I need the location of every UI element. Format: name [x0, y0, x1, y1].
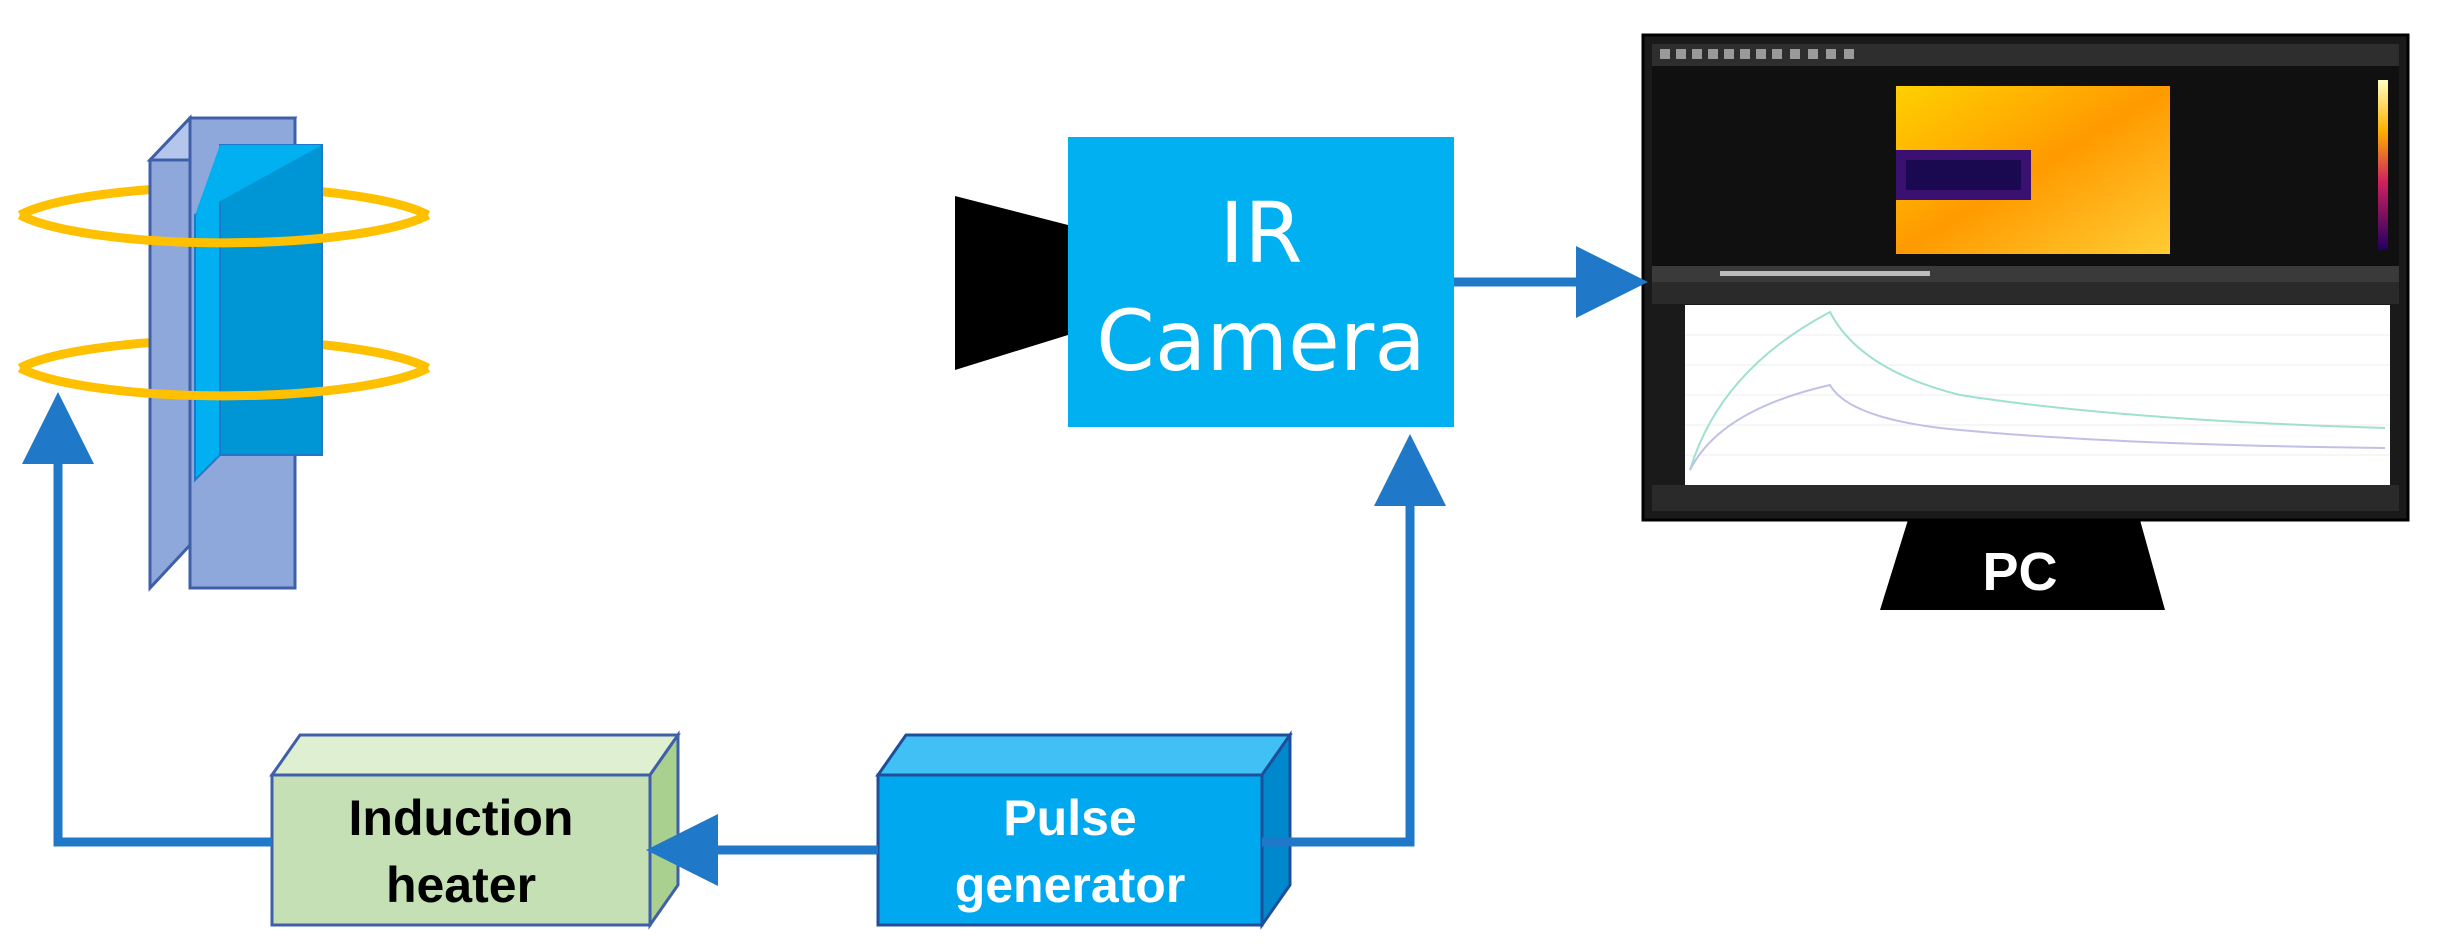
- plot-curve-lower: [1689, 383, 2386, 471]
- screen-toolbar: [1652, 44, 2399, 66]
- thermal-cold-core: [1906, 160, 2021, 190]
- plot-grid: [1685, 334, 2390, 456]
- arrow-pulse-to-camera: [1262, 434, 1446, 847]
- pc-label: PC: [1982, 542, 2057, 602]
- coil-top-front: [17, 211, 431, 248]
- ir-camera: IR Camera: [955, 137, 1454, 427]
- camera-label-line2: Camera: [1096, 292, 1426, 390]
- camera-lens: [955, 196, 1068, 370]
- pulse-generator: Pulse generator: [875, 730, 1293, 930]
- camera-label-line1: IR: [1219, 184, 1302, 282]
- plot-axis-strip: [1652, 485, 2399, 511]
- signal-arrows: [22, 246, 1648, 886]
- timeline-progress: [1720, 271, 1930, 276]
- timeline-bar: [1652, 266, 2399, 282]
- sample-face: [219, 144, 323, 456]
- induction-heater: Induction heater: [269, 730, 681, 930]
- temperature-scale: [2378, 80, 2388, 250]
- arrow-heater-to-coil: [22, 392, 272, 847]
- heater-label-line2: heater: [386, 857, 536, 913]
- sample-front: [194, 187, 221, 483]
- camera-box: [1068, 137, 1454, 427]
- sample-top: [195, 145, 322, 215]
- pulse-label-line2: generator: [955, 857, 1186, 913]
- monitor-stand: [1880, 520, 2165, 610]
- plate-side: [148, 114, 192, 592]
- pulse-top: [875, 733, 1293, 777]
- toolbar-icons: [1660, 49, 1854, 59]
- pulse-label-line1: Pulse: [1003, 790, 1136, 846]
- pc-monitor: PC: [1641, 33, 2410, 610]
- heater-label-line1: Induction: [349, 790, 574, 846]
- heater-front: [270, 773, 652, 927]
- plot-curve-upper: [1689, 310, 2386, 471]
- plot-header: [1652, 282, 2399, 304]
- coil-bottom-front: [17, 364, 431, 401]
- heater-top: [269, 733, 681, 777]
- sample-with-coil: [17, 114, 431, 592]
